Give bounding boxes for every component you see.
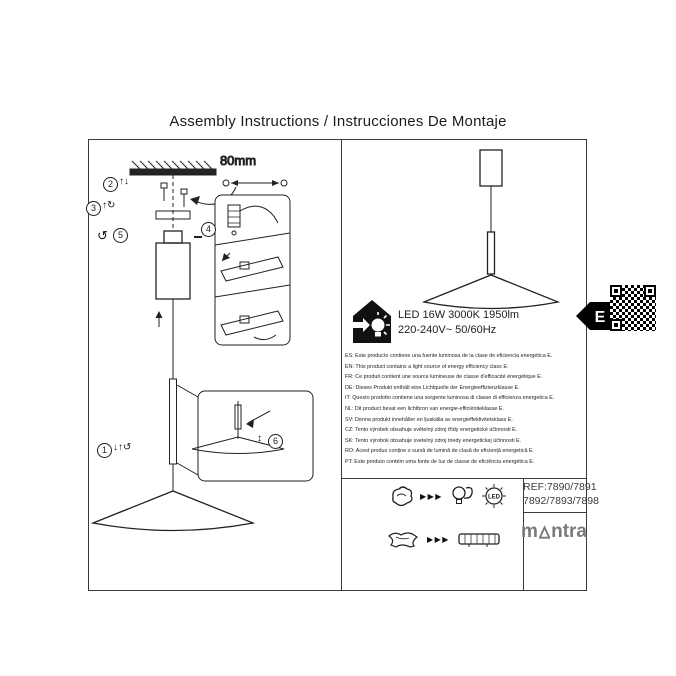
qr-finder-tl xyxy=(610,285,622,297)
care-icons-row-1: ▶▶▶ LED xyxy=(388,483,507,509)
energy-statement: RO: Acest produs conține o sursă de lumi… xyxy=(345,448,535,455)
content-frame xyxy=(88,139,587,591)
pendant-lamp-drawing xyxy=(421,149,561,310)
center-divider xyxy=(341,139,342,591)
ceiling-mount xyxy=(129,160,217,231)
led-light-source-icon: LED xyxy=(481,484,506,508)
ref-line-1: REF:7890/7891 xyxy=(523,481,597,493)
footer-divider xyxy=(341,478,587,480)
energy-statement: NL: Dit product bevat een lichtbron van … xyxy=(345,405,505,412)
sequence-arrows-icon: ▶▶▶ xyxy=(427,534,450,544)
step-3-arrows-icon: ↑↻ xyxy=(102,200,116,211)
assembly-diagram: 80mm xyxy=(90,153,314,532)
step-6-arrows-icon: ↕ xyxy=(257,433,262,444)
led-label: LED xyxy=(488,495,501,501)
page-title: Assembly Instructions / Instrucciones De… xyxy=(169,113,507,130)
house-light-source-icon xyxy=(351,300,391,343)
energy-statement: PT: Este produto contém uma fonte de luz… xyxy=(345,458,535,465)
height-rod xyxy=(169,378,177,465)
detail-box-wiring xyxy=(214,194,291,346)
qr-code xyxy=(610,285,656,331)
energy-statement: SV: Denna produkt innehåller en ljuskäll… xyxy=(345,416,513,423)
energy-statement: FR: Ce produit contient une source lumin… xyxy=(345,374,543,381)
reference-numbers: REF:7890/7891 7892/7893/7898 xyxy=(523,481,599,508)
energy-statement: IT: Questo prodotto contiene una sorgent… xyxy=(345,395,555,402)
qr-finder-tr xyxy=(644,285,656,297)
cleaning-cloth-icon xyxy=(387,532,419,548)
energy-class-arrow: E xyxy=(576,302,614,330)
step-1-badge: 1 xyxy=(97,443,112,458)
energy-statement: ES: Este producto contiene una fuente lu… xyxy=(345,353,553,359)
energy-statement: DE: Dieses Produkt enthält eine Lichtque… xyxy=(345,384,520,391)
energy-statement: EN: This product contains a light source… xyxy=(345,363,509,370)
step-4-badge: 4 xyxy=(201,222,216,237)
lamp-specs: LED 16W 3000K 1950lm 220-240V~ 50/60Hz xyxy=(398,308,519,338)
dimension-label: 80mm xyxy=(220,153,256,168)
detail-box-height-adjust xyxy=(176,384,314,482)
brand-prefix: m xyxy=(521,521,538,542)
dry-cloth-hand-icon xyxy=(392,486,413,507)
energy-statement: SK: Tento výrobok obsahuje svetelný zdro… xyxy=(345,437,522,444)
step-3-badge: 3 xyxy=(86,201,101,216)
brand-logo: m ntra xyxy=(521,521,587,543)
step-1-arrows-icon: ↓↑↺ xyxy=(113,442,132,453)
ref-divider-horizontal xyxy=(523,512,587,514)
cone-shade xyxy=(90,490,256,532)
spec-line-2: 220-240V~ 50/60Hz xyxy=(398,324,497,336)
energy-statement: CZ: Tento výrobek obsahuje světelný zdro… xyxy=(345,427,518,434)
step-2-arrows-icon: ↑↓ xyxy=(119,176,129,187)
brand-triangle-icon xyxy=(538,524,551,539)
step-6-badge: 6 xyxy=(268,434,283,449)
energy-statements: ES: Este producto contiene una fuente lu… xyxy=(345,351,582,468)
spec-line-1: LED 16W 3000K 1950lm xyxy=(398,309,520,321)
step-5-badge: 5 xyxy=(113,228,128,243)
sequence-arrows-icon: ▶▶▶ xyxy=(420,491,443,501)
led-module-icon xyxy=(458,533,500,547)
qr-finder-bl xyxy=(610,319,622,331)
ref-divider-vertical xyxy=(523,478,525,591)
dimension-arrow: 80mm xyxy=(219,153,288,187)
canopy xyxy=(155,230,202,327)
energy-class-label: E xyxy=(595,309,606,326)
bulb-wipe-icon xyxy=(452,486,473,504)
step-5-rotate-icon: ↺ xyxy=(97,228,108,243)
step-2-badge: 2 xyxy=(103,177,118,192)
ref-line-2: 7892/7893/7898 xyxy=(523,494,599,507)
care-icons-row-2: ▶▶▶ xyxy=(386,528,503,550)
brand-suffix: ntra xyxy=(551,521,587,542)
